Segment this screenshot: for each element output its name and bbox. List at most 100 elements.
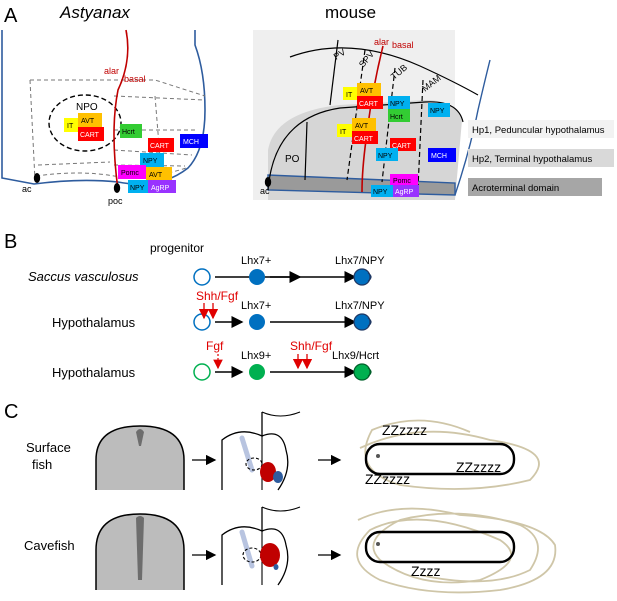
cavefish-red-nucleus — [260, 543, 280, 567]
marker-pomc-left-text: Pomc — [121, 170, 139, 177]
mouse-marker-avt-1 — [357, 83, 381, 96]
mouse-marker-npy-1-text: NPY — [390, 101, 405, 108]
region-legend: Hp1, Peduncular hypothalamus Hp2, Termin… — [468, 120, 614, 196]
mouse-marker-it-1 — [343, 87, 358, 100]
row3-mid-label: Lhx9+ — [241, 350, 271, 362]
row2-end-cell — [353, 313, 371, 331]
mouse-marker-agrp — [393, 185, 419, 197]
mouse-marker-hcrt — [388, 109, 410, 122]
marker-cart-left-2 — [148, 138, 174, 152]
surface-red-nucleus — [260, 462, 276, 482]
marker-cart-left-1-text: CART — [80, 132, 100, 139]
sleep-cave: Zzzz — [411, 563, 441, 579]
astyanax-diagram: NPO alar basal ac poc — [1, 29, 206, 206]
marker-agrp-left — [148, 180, 176, 193]
mouse-marker-cart-3 — [390, 138, 416, 151]
mouse-marker-cart-2-text: CART — [354, 136, 374, 143]
mouse-marker-it-1-text: IT — [346, 92, 353, 99]
basal-label-right: basal — [392, 40, 414, 50]
marker-npy-left-2-text: NPY — [130, 185, 145, 192]
marker-avt-left — [78, 113, 102, 127]
cavefish-activity-trace — [356, 507, 557, 594]
marker-avt-left-text: AVT — [81, 118, 95, 125]
mouse-marker-npy-2-text: NPY — [430, 108, 445, 115]
mouse-marker-cart-1-text: CART — [359, 101, 379, 108]
mouse-marker-mch-text: MCH — [431, 153, 447, 160]
marker-avt-left-2-text: AVT — [149, 172, 163, 179]
mouse-markers: IT AVT CART NPY Hcrt NPY IT AVT CART CAR… — [337, 83, 456, 197]
row2-label: Hypothalamus — [52, 315, 136, 330]
marker-cart-left-2-text: CART — [150, 143, 170, 150]
ac-dot-left — [33, 173, 41, 183]
alar-label-left: alar — [104, 66, 119, 76]
marker-pomc-left — [118, 165, 146, 179]
legend-hp2: Hp2, Terminal hypothalamus — [472, 154, 592, 165]
poc-dot — [113, 183, 121, 193]
cavefish-blue-nucleus — [273, 564, 279, 570]
basal-label-left: basal — [124, 74, 146, 84]
marker-avt-left-2 — [146, 167, 172, 181]
row3-signal-2: Shh/Fgf — [290, 339, 333, 353]
mouse-marker-pomc-text: Pomc — [393, 178, 411, 185]
legend-hp1-box — [468, 120, 614, 138]
alar-label-right: alar — [374, 37, 389, 47]
marker-npy-left-2 — [128, 180, 148, 193]
marker-it-left-text: IT — [67, 123, 74, 130]
mouse-marker-avt-2-text: AVT — [355, 123, 369, 130]
row3-signal-1: Fgf — [206, 339, 224, 353]
astyanax-title: Astyanax — [59, 3, 130, 22]
mouse-marker-agrp-text: AgRP — [395, 189, 414, 196]
surface-fish-row: Surface fish ZZzzzz ZZzzzz ZZzzzz — [26, 411, 540, 491]
row1-end-label: Lhx7/NPY — [335, 255, 385, 267]
surface-npo — [245, 457, 263, 471]
mouse-marker-pomc — [390, 174, 418, 186]
surface-fish-dot — [376, 454, 380, 458]
sleep-surface-1: ZZzzzz — [382, 422, 427, 438]
surface-label-1: Surface — [26, 440, 71, 455]
astyanax-outline — [1, 30, 206, 185]
mouse-marker-avt-2 — [352, 118, 376, 131]
row1-mid-label: Lhx7+ — [241, 255, 271, 267]
row1-progenitor-cell — [193, 268, 211, 286]
mouse-marker-npy-3-text: NPY — [378, 153, 393, 160]
row3-mid-cell — [249, 364, 265, 380]
row2-mid-label: Lhx7+ — [241, 300, 271, 312]
po-label: PO — [285, 154, 300, 165]
mouse-marker-npy-2 — [428, 103, 450, 117]
ac-label-left: ac — [22, 184, 32, 194]
mouse-marker-npy-1 — [388, 96, 410, 109]
legend-hp1: Hp1, Peduncular hypothalamus — [472, 125, 605, 136]
marker-mch-left-text: MCH — [183, 139, 199, 146]
ac-dot-right — [264, 177, 272, 187]
mouse-marker-cart-3-text: CART — [392, 143, 412, 150]
lineage-row-2: Hypothalamus Shh/Fgf Lhx7+ Lhx7/NPY — [52, 289, 385, 331]
progenitor-label: progenitor — [150, 241, 204, 255]
surface-tank — [364, 442, 516, 476]
mouse-marker-it-2 — [337, 124, 352, 137]
row1-label: Saccus vasculosus — [28, 269, 139, 284]
surface-midline — [136, 429, 144, 446]
row3-label: Hypothalamus — [52, 365, 136, 380]
mouse-diagram: alar basal PV SPV TUB MAM PO ac — [253, 30, 491, 200]
surface-head — [95, 425, 185, 490]
astyanax-markers: IT AVT CART Hcrt CART MCH NPY Pomc AVT N… — [64, 113, 208, 193]
npo-label: NPO — [76, 102, 98, 113]
ac-label-right: ac — [260, 186, 270, 196]
mouse-title: mouse — [325, 3, 376, 22]
sleep-surface-2: ZZzzzz — [456, 459, 501, 475]
mouse-marker-cart-1 — [357, 96, 383, 109]
row2-end-label: Lhx7/NPY — [335, 300, 385, 312]
row1-mid-cell — [249, 269, 265, 285]
marker-cart-left-1 — [78, 127, 104, 141]
legend-acro-box — [468, 178, 602, 196]
sleep-surface-3: ZZzzzz — [365, 471, 410, 487]
marker-hcrt-left — [120, 124, 142, 138]
marker-it-left — [64, 118, 80, 132]
alar-basal-line — [113, 29, 129, 191]
poc-label: poc — [108, 196, 123, 206]
legend-acro: Acroterminal domain — [472, 183, 559, 194]
cavefish-midline — [136, 516, 144, 580]
cavefish-row: Cavefish Zzzz — [24, 506, 557, 594]
surface-activity-trace — [359, 419, 540, 490]
cavefish-label: Cavefish — [24, 538, 75, 553]
